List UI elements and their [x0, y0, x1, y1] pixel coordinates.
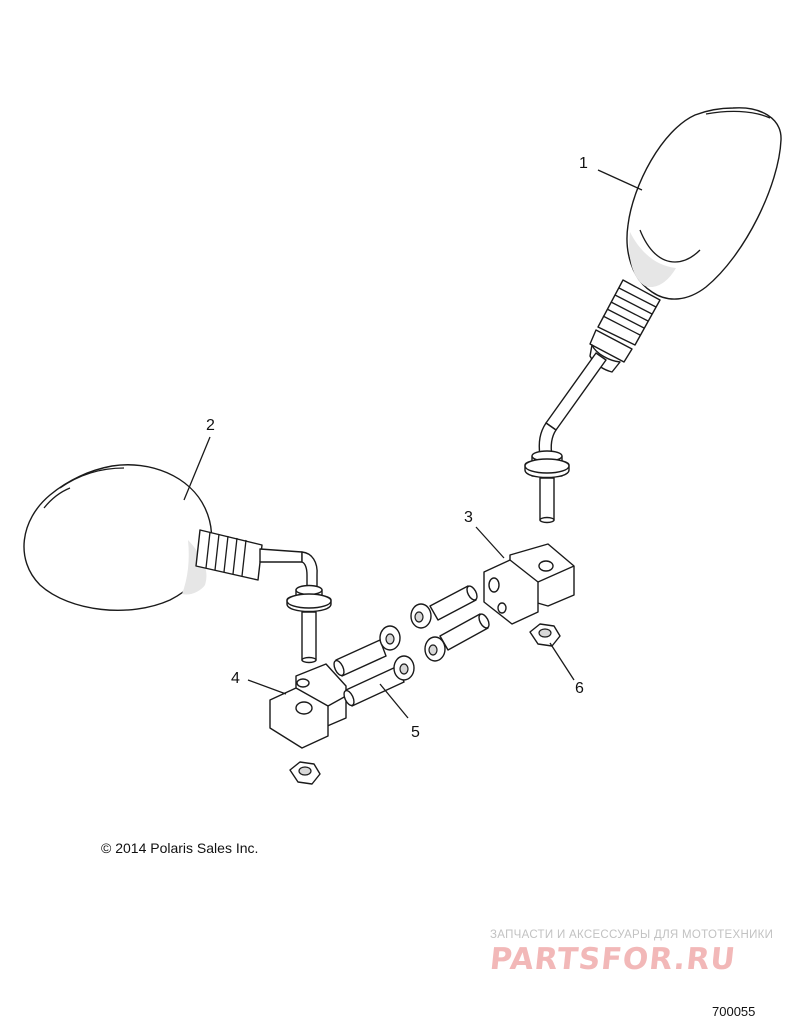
watermark-tagline: ЗАПЧАСТИ И АКСЕССУАРЫ ДЛЯ МОТОТЕХНИКИ — [490, 929, 774, 941]
watermark-logo: PARTSFOR.RU — [488, 942, 738, 977]
bolt-d — [343, 655, 415, 707]
leader-lines — [183, 169, 643, 719]
bolt-c — [333, 625, 401, 677]
callout-6: 6 — [575, 680, 584, 697]
bolt-a — [410, 585, 478, 629]
bolt-b — [424, 613, 490, 662]
drawing-number: 700055 — [712, 1004, 756, 1019]
socket-bolts — [333, 585, 490, 707]
right-clamp — [483, 543, 575, 625]
callout-2: 2 — [206, 417, 215, 434]
callout-3: 3 — [464, 509, 473, 526]
hex-nut-right — [529, 623, 561, 647]
hex-nut-left — [289, 761, 321, 785]
right-mirror — [524, 107, 782, 524]
callout-4: 4 — [231, 670, 240, 687]
copyright-notice: © 2014 Polaris Sales Inc. — [101, 840, 259, 856]
callout-1: 1 — [579, 155, 588, 172]
left-mirror — [23, 464, 332, 664]
callout-5: 5 — [411, 724, 420, 741]
left-clamp — [269, 663, 347, 749]
